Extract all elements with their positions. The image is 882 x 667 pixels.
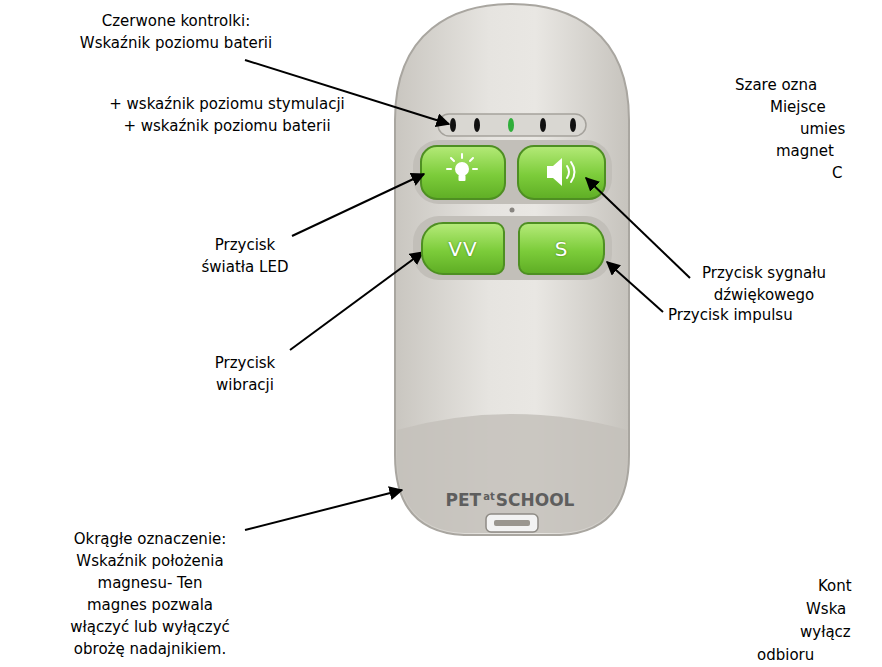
callout-label: Czerwone kontrolki: Wskaźnik poziomu bat… <box>4 10 348 54</box>
leader-arrow <box>290 252 423 350</box>
cut-off-label: Wska <box>806 598 846 620</box>
callout-label: Przycisk sygnału dźwiękowego <box>650 262 878 306</box>
callout-label: Przycisk impulsu <box>668 304 793 326</box>
cut-off-label: Szare ozna <box>735 74 817 96</box>
lanyard-bar <box>494 520 530 526</box>
sound-button <box>518 146 605 199</box>
brand-logo-text: at <box>481 492 496 502</box>
brand-logo-text: PET <box>446 492 482 509</box>
lanyard-slot <box>486 514 538 532</box>
led-button <box>421 146 505 199</box>
callout-label: Okrągłe oznaczenie: Wskaźnik położenia m… <box>39 528 262 660</box>
bulb-icon <box>447 154 477 181</box>
indicator-window <box>438 114 586 136</box>
leader-arrow <box>607 262 663 312</box>
speaker-icon <box>547 158 575 186</box>
battery-cover <box>397 414 627 533</box>
cut-off-label: odbioru <box>757 644 814 666</box>
remote-body <box>395 4 629 535</box>
callout-label: Przycisk wibracji <box>184 352 306 396</box>
button-label: S <box>555 237 569 261</box>
cut-off-label: Miejsce <box>770 96 826 118</box>
brand-logo: PETatSCHOOL <box>420 492 600 509</box>
brand-logo-text: SCHOOL <box>496 492 575 509</box>
leader-arrow <box>245 490 402 530</box>
button-label: VV <box>448 237 477 261</box>
button: S <box>518 222 605 275</box>
leader-arrow <box>292 174 424 236</box>
microphone-hole <box>510 208 515 213</box>
leader-arrow <box>245 60 449 124</box>
callout-label: Przycisk światła LED <box>170 234 321 278</box>
callout-label: + wskaźnik poziomu stymulacji + wskaźnik… <box>4 93 450 137</box>
indicator-lights <box>450 118 576 132</box>
cut-off-label: umies <box>800 118 845 140</box>
button-recess <box>413 216 612 280</box>
button: VV <box>421 222 505 275</box>
cut-off-label: C <box>832 162 842 184</box>
cut-off-label: magnet <box>776 140 834 162</box>
cut-off-label: Kont <box>818 575 852 597</box>
cut-off-label: wyłącz <box>800 621 851 643</box>
button-recess <box>413 140 612 204</box>
